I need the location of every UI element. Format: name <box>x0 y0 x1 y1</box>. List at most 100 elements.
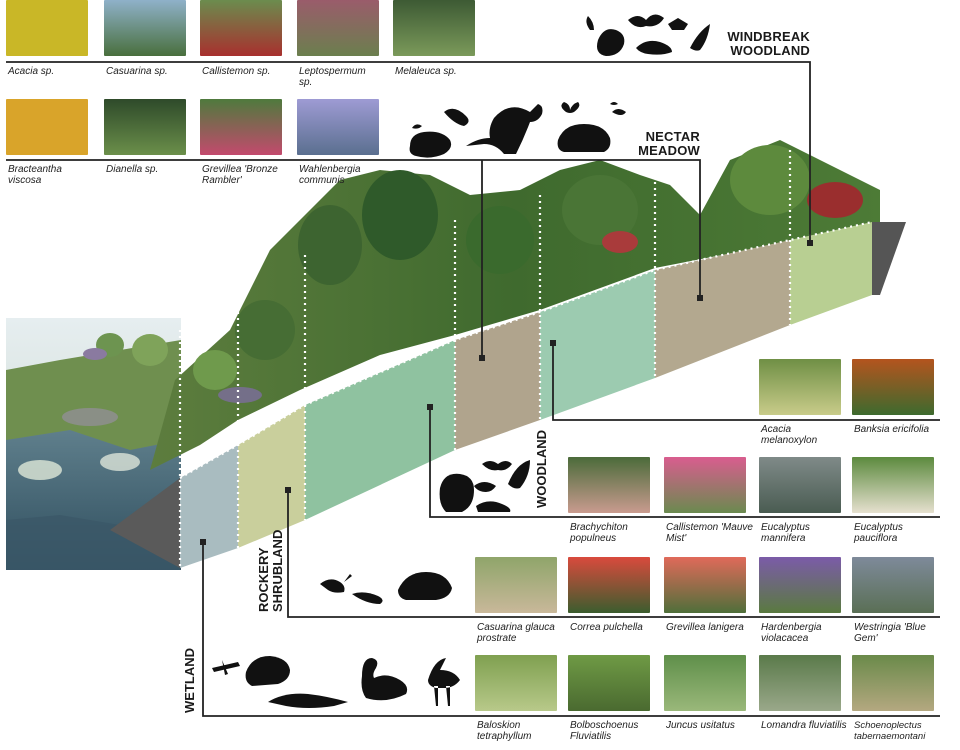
nectar-label-line2: MEADOW <box>638 143 700 158</box>
leader-lines <box>6 61 940 717</box>
rockery-band <box>238 405 305 548</box>
zone-dividers <box>178 150 873 568</box>
plant-photo-baloskion-tetraphyllum <box>475 655 557 711</box>
caption-lomandra-fluviatilis: Lomandra fluviatilis <box>761 720 847 731</box>
swan-icon <box>361 658 408 701</box>
windbreak-label-line2: WOODLAND <box>730 43 810 58</box>
caption-acacia-sp: Acacia sp. <box>8 66 55 77</box>
caption-callistemon-mauve-mist: Callistemon 'Mauve Mist' <box>666 522 753 544</box>
plant-photo-schoenoplectus-tabernaemontani <box>852 655 934 711</box>
nectar-label-line1: NECTAR <box>645 129 700 144</box>
quoll-icon <box>636 40 672 55</box>
caption-hardenbergia-violacacea: Hardenbergia violacacea <box>761 622 822 644</box>
caption-grevillea-bronze-rambler: Grevillea 'Bronze Rambler' <box>202 164 278 186</box>
caption-wahlenbergia-communis: Wahlenbergia communis <box>299 164 361 186</box>
nectar-meadow-label: NECTAR MEADOW <box>590 130 700 158</box>
caption-baloskion-tetraphyllum: Baloskion tetraphyllum <box>477 720 532 742</box>
plant-photo-callistemon-sp <box>200 0 282 56</box>
windbreak-woodland-label: WINDBREAK WOODLAND <box>700 30 810 58</box>
caption-bracteantha-viscosa: Bracteantha viscosa <box>8 164 62 186</box>
wren-icon <box>320 574 352 593</box>
plant-photo-casuarina-glauca-prostrate <box>475 557 557 613</box>
plant-photo-acacia-melanoxylon <box>759 359 841 415</box>
bat-icon <box>628 14 664 28</box>
caption-dianella-sp: Dianella sp. <box>106 164 159 175</box>
butterfly-icon <box>561 102 580 113</box>
plant-photo-eucalyptus-mannifera <box>759 457 841 513</box>
koala-icon <box>439 473 474 512</box>
caption-grevillea-lanigera: Grevillea lanigera <box>666 622 744 633</box>
possum-icon <box>586 16 625 56</box>
plant-photo-bolboschoenus-fluviatilis <box>568 655 650 711</box>
caption-westringia-blue-gem: Westringia 'Blue Gem' <box>854 622 926 644</box>
plant-photo-correa-pulchella <box>568 557 650 613</box>
caption-leptospermum-sp: Leptospermum sp. <box>299 66 366 88</box>
caption-casuarina-sp: Casuarina sp. <box>106 66 168 77</box>
owl-icon <box>508 460 530 489</box>
skink-icon <box>352 592 383 604</box>
bee-icon <box>610 102 626 115</box>
snake-icon <box>409 124 452 158</box>
fauna-rockery <box>320 572 452 604</box>
caption-eucalyptus-pauciflora: Eucalyptus pauciflora <box>854 522 903 544</box>
plant-photo-hardenbergia-violacacea <box>759 557 841 613</box>
rockery-label-line2: SHRUBLAND <box>270 529 285 612</box>
fauna-woodland <box>439 460 530 512</box>
windbreak-band <box>790 222 872 325</box>
possum-icon-woodland <box>476 501 511 512</box>
plant-photo-westringia-blue-gem <box>852 557 934 613</box>
caption-eucalyptus-mannifera: Eucalyptus mannifera <box>761 522 810 544</box>
sugar-glider-icon <box>668 18 688 30</box>
plant-photo-wahlenbergia-communis <box>297 99 379 155</box>
plant-photo-banksia-ericifolia <box>852 359 934 415</box>
caption-brachychiton-populneus: Brachychiton populneus <box>570 522 628 544</box>
wetland-band <box>180 445 238 568</box>
woodland-band <box>305 340 455 520</box>
caption-correa-pulchella: Correa pulchella <box>570 622 643 633</box>
plant-photo-grevillea-bronze-rambler <box>200 99 282 155</box>
plant-photo-dianella-sp <box>104 99 186 155</box>
slope-edge-right <box>872 222 906 295</box>
leader-dots <box>200 240 813 545</box>
planting-canopy <box>150 140 880 470</box>
caption-acacia-melanoxylon: Acacia melanoxylon <box>761 424 818 446</box>
woodland-band-2 <box>540 270 655 420</box>
fauna-nectar <box>409 102 626 158</box>
plant-photo-eucalyptus-pauciflora <box>852 457 934 513</box>
plant-photo-lomandra-fluviatilis <box>759 655 841 711</box>
plant-photo-brachychiton-populneus <box>568 457 650 513</box>
lizard-icon <box>444 108 469 126</box>
plant-photo-casuarina-sp <box>104 0 186 56</box>
woodland-label: WOODLAND <box>534 430 549 508</box>
plant-photo-leptospermum-sp <box>297 0 379 56</box>
plant-photo-callistemon-mauve-mist <box>664 457 746 513</box>
fauna-windbreak <box>586 14 710 56</box>
plant-photo-melaleuca-sp <box>393 0 475 56</box>
rockery-shrubland-label: ROCKERY SHRUBLAND <box>256 529 285 612</box>
echidna-icon <box>398 572 452 600</box>
wombat-icon <box>557 124 611 152</box>
caption-casuarina-glauca-prostrate: Casuarina glauca prostrate <box>477 622 555 644</box>
kangaroo-icon <box>466 104 543 154</box>
dragonfly-icon <box>212 660 240 675</box>
caption-callistemon-sp: Callistemon sp. <box>202 66 271 77</box>
bird-icon <box>690 24 710 51</box>
slope-edge-left <box>110 478 180 568</box>
fauna-wetland <box>212 656 460 708</box>
windbreak-label-line1: WINDBREAK <box>727 29 810 44</box>
nectar-band <box>455 312 540 450</box>
caption-bolboschoenus-fluviatilis: Bolboschoenus Fluviatilis <box>570 720 639 742</box>
plant-photo-grevillea-lanigera <box>664 557 746 613</box>
caption-banksia-ericifolia: Banksia ericifolia <box>854 424 930 435</box>
caption-juncus-usitatus: Juncus usitatus <box>666 720 735 731</box>
caption-melaleuca-sp: Melaleuca sp. <box>395 66 457 77</box>
nectar-band-2 <box>655 240 790 378</box>
ibis-icon <box>428 658 460 706</box>
platypus-icon <box>268 693 348 708</box>
wetland-label: WETLAND <box>182 648 197 713</box>
plant-photo-acacia-sp <box>6 0 88 56</box>
caption-schoenoplectus-tabernaemontani: Schoenoplectus tabernaemontani <box>854 720 926 742</box>
rockery-label-line1: ROCKERY <box>256 547 271 612</box>
